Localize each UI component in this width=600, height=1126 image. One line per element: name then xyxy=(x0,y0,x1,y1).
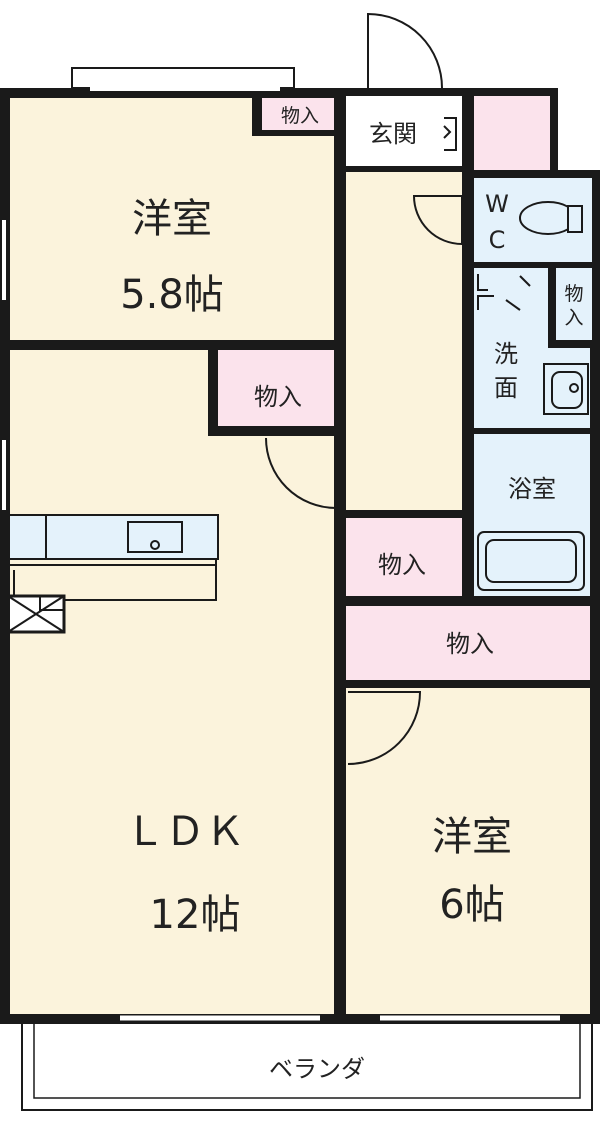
kitchen-sink xyxy=(127,521,183,553)
bathroom-label: 浴室 xyxy=(508,475,556,503)
western-room-2-name: 洋室 xyxy=(432,814,512,860)
closet-hall-label: 物入 xyxy=(378,551,426,579)
closet-wash-label-2: 入 xyxy=(564,307,583,329)
ldk-size: 12帖 xyxy=(150,892,241,938)
ldk-area xyxy=(8,346,338,1018)
closet-ldk xyxy=(216,348,338,432)
bathtub-icon xyxy=(477,531,585,591)
closet-hall xyxy=(346,516,466,596)
wash-basin-icon xyxy=(543,363,589,415)
washroom-label-2: 面 xyxy=(494,374,518,402)
washing-machine-space xyxy=(477,274,531,311)
doors xyxy=(215,12,463,765)
windows xyxy=(2,67,560,1021)
washroom-label-1: 洗 xyxy=(494,340,518,368)
entrance-area xyxy=(346,96,466,172)
western-room-1-size: 5.8帖 xyxy=(120,272,224,318)
balcony: ベランダ xyxy=(21,1021,593,1111)
ldk-name: ＬＤＫ xyxy=(125,809,245,855)
closet-small-top-label: 物入 xyxy=(281,105,319,127)
western-room-2-area xyxy=(346,684,592,1018)
closet-small-top xyxy=(262,96,338,132)
shoe-cabinet-mark xyxy=(443,117,457,151)
closet-entrance-side xyxy=(472,96,550,172)
wc-label-w: W xyxy=(485,190,509,218)
western-room-2-size: 6帖 xyxy=(439,882,504,928)
closet-corridor xyxy=(346,602,592,682)
toilet-icon xyxy=(519,201,583,235)
closet-wash-label-1: 物 xyxy=(564,283,583,305)
western-room-1-name: 洋室 xyxy=(132,196,212,242)
balcony-label: ベランダ xyxy=(269,1055,365,1083)
closet-corridor-label: 物入 xyxy=(446,630,494,658)
western-room-1-area xyxy=(8,96,338,346)
wc-label-c: C xyxy=(489,226,506,254)
closet-ldk-label: 物入 xyxy=(254,383,302,411)
bathroom-area xyxy=(472,434,592,596)
entrance-label: 玄関 xyxy=(369,120,417,148)
